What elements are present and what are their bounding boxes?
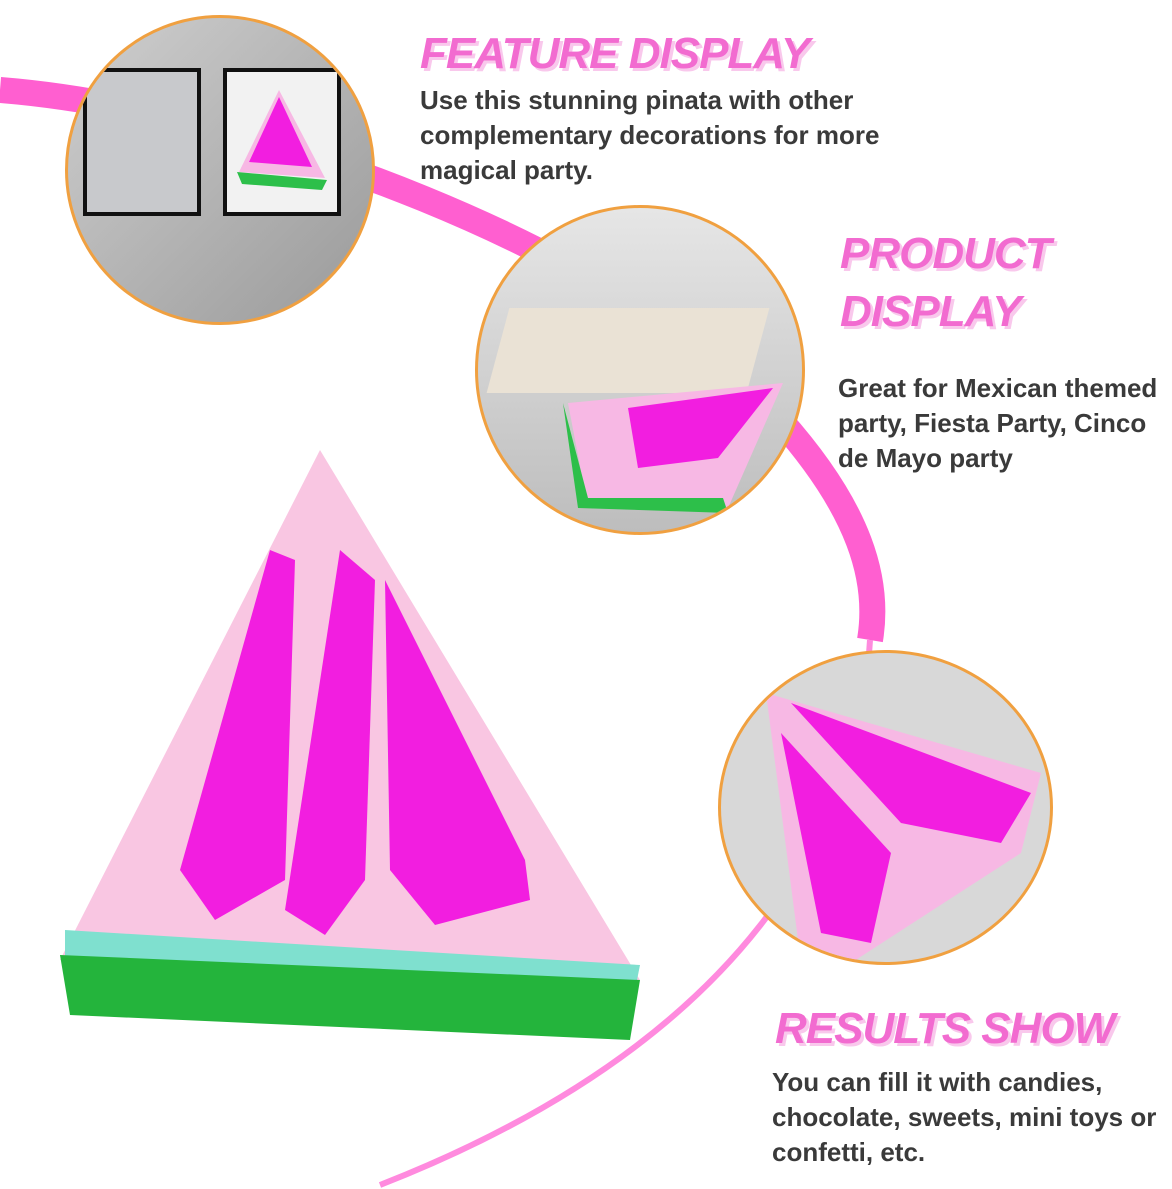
results-show-text: You can fill it with candies, chocolate,… bbox=[772, 1067, 1157, 1167]
frame-left bbox=[83, 68, 201, 216]
product-display-heading-line2: DISPLAY bbox=[840, 287, 1021, 336]
results-show-heading: RESULTS SHOW bbox=[775, 1004, 1115, 1053]
product-display-heading: PRODUCT DISPLAY bbox=[840, 225, 1052, 341]
results-show-photo bbox=[718, 650, 1053, 965]
feature-display-photo bbox=[65, 15, 375, 325]
feature-display-text: Use this stunning pinata with other comp… bbox=[420, 85, 880, 185]
product-display-heading-line1: PRODUCT bbox=[840, 229, 1052, 278]
product-display-text: Great for Mexican themed party, Fiesta P… bbox=[838, 373, 1158, 473]
feature-display-heading: FEATURE DISPLAY bbox=[420, 29, 810, 78]
watermelon-pinata-image bbox=[60, 450, 640, 1040]
frame-right bbox=[223, 68, 341, 216]
product-display-photo bbox=[475, 205, 805, 535]
